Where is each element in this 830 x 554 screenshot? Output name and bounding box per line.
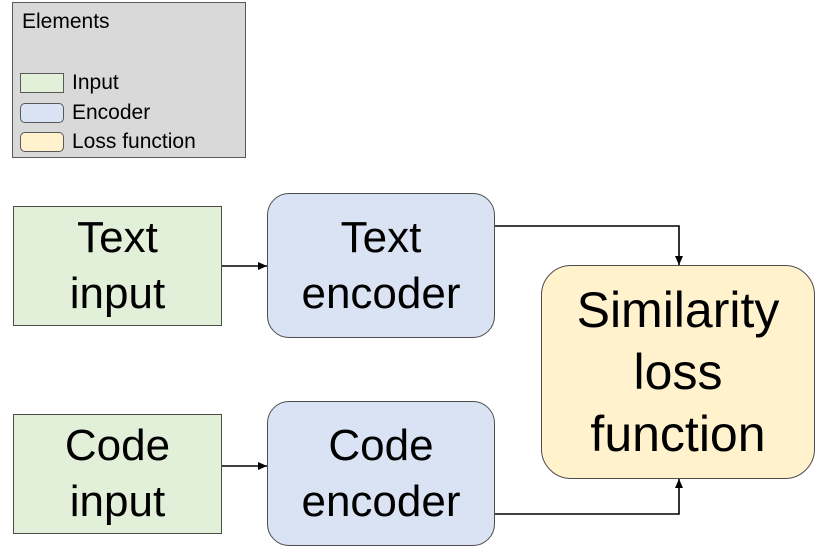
- legend-item-encoder: Encoder: [20, 101, 150, 125]
- code-input-label: Code input: [64, 421, 171, 526]
- text-encoder-node: Text encoder: [267, 193, 495, 338]
- legend-swatch-loss-function: [20, 132, 64, 152]
- text-input-node: Text input: [13, 206, 222, 326]
- text-input-label: Text input: [69, 213, 166, 318]
- legend-swatch-encoder: [20, 103, 64, 123]
- code-encoder-node: Code encoder: [267, 401, 495, 546]
- arrow-code-encoder-to-loss: [495, 479, 683, 515]
- legend-label-encoder: Encoder: [72, 101, 151, 124]
- similarity-loss-node: Similarity loss function: [541, 265, 815, 479]
- arrow-text-encoder-to-loss: [495, 225, 683, 265]
- legend-item-loss-function: Loss function: [20, 130, 196, 154]
- legend-label-loss-function: Loss function: [72, 130, 196, 153]
- legend-swatch-input: [20, 73, 64, 93]
- code-encoder-label: Code encoder: [301, 420, 461, 526]
- legend-item-input: Input: [20, 71, 119, 95]
- code-input-node: Code input: [13, 414, 222, 534]
- legend-title: Elements: [22, 10, 110, 33]
- legend: Elements Input Encoder Loss function: [12, 2, 246, 158]
- legend-label-input: Input: [72, 71, 119, 94]
- similarity-loss-label: Similarity loss function: [576, 282, 780, 462]
- text-encoder-label: Text encoder: [301, 212, 461, 318]
